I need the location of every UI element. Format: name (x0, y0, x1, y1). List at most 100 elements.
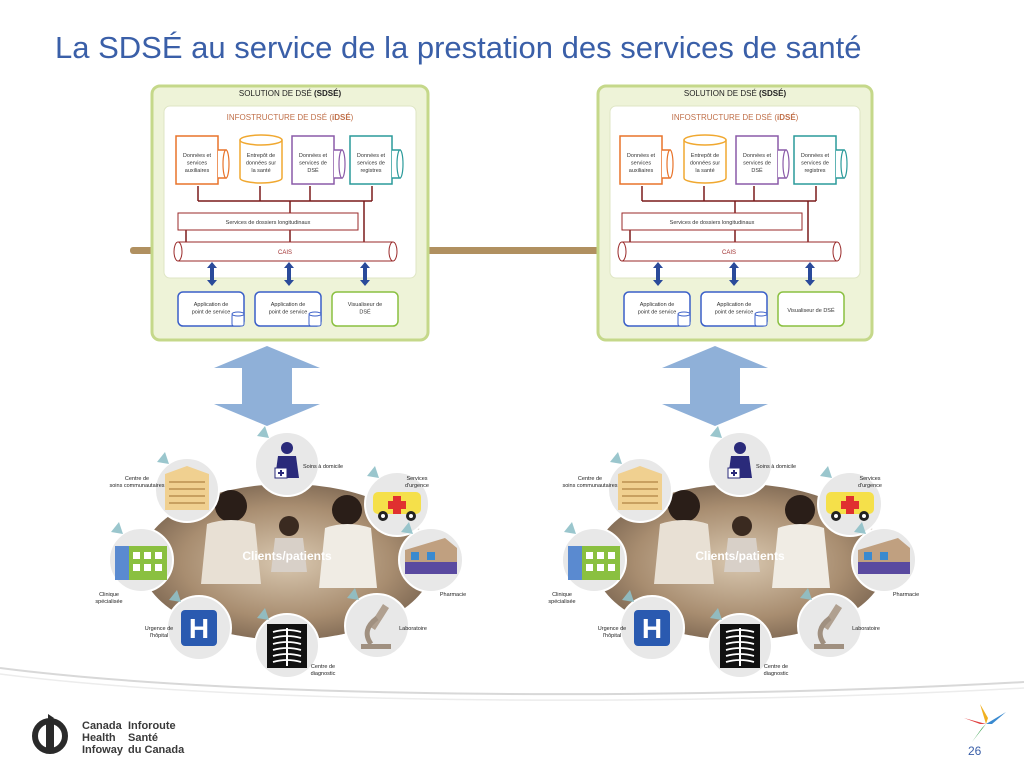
app-label: Application de (640, 302, 675, 308)
repository-label: Données et (627, 153, 656, 159)
xray-icon (720, 624, 760, 668)
app-label: point de service (192, 310, 231, 316)
care-point-label: l'hôpital (150, 633, 168, 639)
point-of-service-app: Application de point de service (700, 291, 768, 327)
clinic-icon (568, 546, 620, 580)
repository-label: DSÉ (307, 167, 319, 174)
app-label: Visualiseur de (348, 302, 382, 308)
home-care-icon (727, 442, 752, 479)
care-point-label: spécialisée (548, 599, 575, 605)
care-point-label: Soins à domicile (756, 464, 796, 470)
app-label: Application de (194, 302, 229, 308)
care-point-label: Soins à domicile (303, 464, 343, 470)
care-point-label: Laboratoire (852, 626, 880, 632)
repository-label: auxiliaires (629, 168, 654, 174)
repository-label: services de (299, 161, 327, 167)
care-point-label: Centre de (311, 664, 335, 670)
app-label: point de service (715, 310, 754, 316)
hospital-icon: H (181, 610, 217, 646)
big-double-arrow-right (662, 346, 768, 426)
care-point-label: spécialisée (95, 599, 122, 605)
svg-text:H: H (189, 613, 209, 644)
care-point-label: soins communautaires (562, 483, 617, 489)
data-flow-arrows (207, 262, 370, 286)
care-point-label: Pharmacie (440, 592, 466, 598)
data-flow-arrows (653, 262, 815, 286)
solution-label: SOLUTION DE DSÉ (SDSÉ) (239, 89, 342, 98)
repository-label: Entrepôt de (691, 153, 719, 159)
repository-label: services de (357, 161, 385, 167)
care-point-0: Soins à domicile (707, 426, 796, 497)
big-double-arrow-left (214, 346, 320, 426)
app-label: DSÉ (359, 309, 371, 316)
care-point-label: Centre de (578, 476, 602, 482)
svg-text:H: H (642, 613, 662, 644)
star-logo (964, 704, 1006, 742)
pharmacy-icon (858, 538, 910, 574)
repository-label: Entrepôt de (247, 153, 275, 159)
repository-label: registres (360, 168, 381, 174)
microscope-icon (814, 604, 844, 649)
app-label: Application de (717, 302, 752, 308)
care-point-2: Pharmacie (398, 522, 466, 598)
care-point-label: Urgence de (145, 626, 173, 632)
repository-label: auxiliaires (185, 168, 210, 174)
page-number: 26 (968, 744, 982, 758)
repository-label: Données et (299, 153, 328, 159)
care-point-label: diagnostic (764, 671, 789, 677)
longitudinal-label: Services de dossiers longitudinaux (670, 220, 755, 226)
repository-label: Données et (743, 153, 772, 159)
point-of-service-app: Application de point de service (623, 291, 691, 327)
left-panel: SOLUTION DE DSÉ (SDSÉ) INFOSTRUCTURE DE … (150, 84, 430, 342)
care-point-label: Centre de (764, 664, 788, 670)
repository-label: Données et (801, 153, 830, 159)
cais-label: CAIS (722, 250, 736, 256)
clients-patients-label: Clients/patients (242, 549, 332, 563)
repository-label: services de (743, 161, 771, 167)
home-care-icon (274, 442, 299, 479)
repository-label: DSÉ (751, 167, 763, 174)
clinic-icon (115, 546, 167, 580)
care-point-label: Clinique (552, 592, 572, 598)
point-of-service-app: Application de point de service (177, 291, 245, 327)
right-panel: SOLUTION DE DSÉ (SDSÉ) INFOSTRUCTURE DE … (596, 84, 874, 342)
cais-label: CAIS (278, 250, 292, 256)
xray-icon (267, 624, 307, 668)
infra-label: INFOSTRUCTURE DE DSÉ (iDSÉ) (672, 113, 799, 122)
hospital-icon: H (634, 610, 670, 646)
care-point-label: Pharmacie (893, 592, 919, 598)
care-point-2: Pharmacie (851, 522, 919, 598)
clients-patients-label: Clients/patients (695, 549, 785, 563)
solution-label: SOLUTION DE DSÉ (SDSÉ) (684, 89, 787, 98)
repository-label: services (631, 161, 651, 167)
infoway-logo: Canada Health Infoway Inforoute Santé du… (32, 712, 192, 760)
infra-label: INFOSTRUCTURE DE DSÉ (iDSÉ) (227, 113, 354, 122)
care-point-5: H Urgence del'hôpital (145, 590, 232, 661)
ambulance-icon (826, 492, 874, 521)
care-point-label: diagnostic (311, 671, 336, 677)
repository-label: la santé (695, 168, 714, 174)
care-point-label: Services (406, 476, 427, 482)
repository-label: registres (804, 168, 825, 174)
care-point-label: Clinique (99, 592, 119, 598)
care-point-label: Laboratoire (399, 626, 427, 632)
slide-title: La SDSÉ au service de la prestation des … (55, 30, 862, 65)
ambulance-icon (373, 492, 421, 521)
care-point-label: Urgence de (598, 626, 626, 632)
community-centre-icon (618, 466, 662, 510)
care-point-label: Centre de (125, 476, 149, 482)
app-label: point de service (638, 310, 677, 316)
